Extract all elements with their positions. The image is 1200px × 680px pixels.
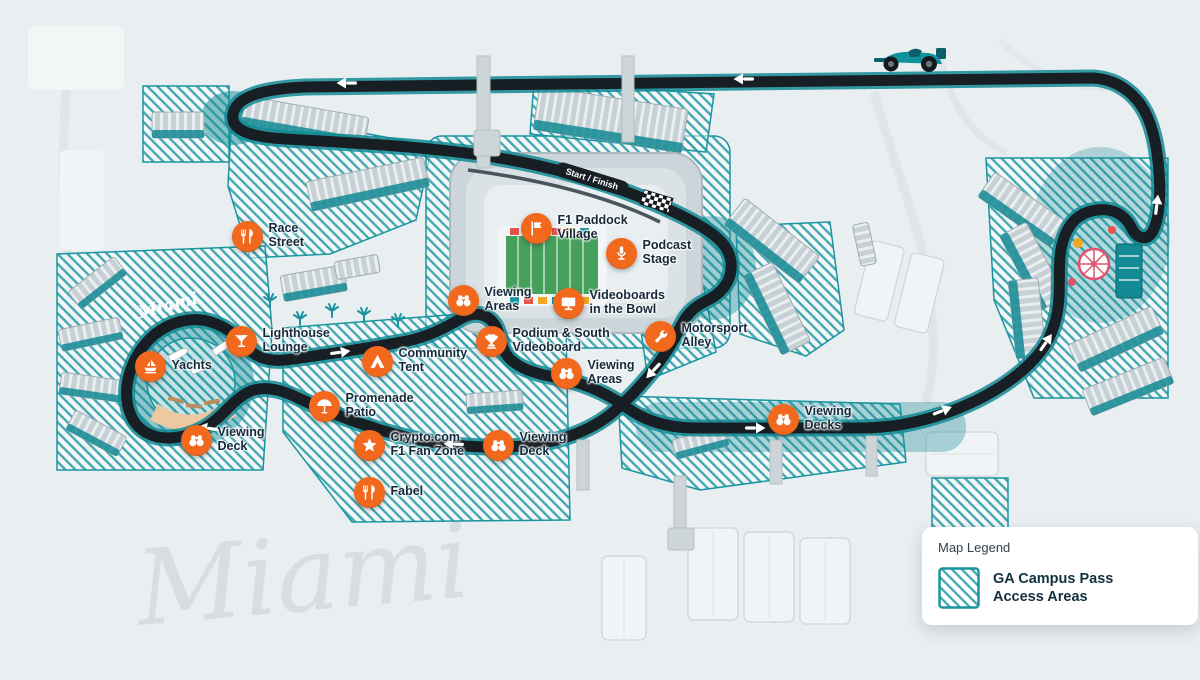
binoculars-icon [550,357,582,389]
poi-label: Viewing Areas [484,285,532,313]
legend-item-label: GA Campus Pass Access Areas [993,570,1114,605]
poi-label: F1 Paddock Village [557,213,628,241]
background-buildings [28,26,124,250]
cocktail-icon [225,325,257,357]
poi-label: Crypto.com F1 Fan Zone [390,430,465,458]
poi-viewing-areas-south[interactable]: Viewing Areas [550,357,635,389]
marina-piers [167,395,221,409]
poi-label: Fabel [390,484,424,499]
flag-icon [520,212,552,244]
pit-lane [467,168,661,224]
poi-podium-south-videoboard[interactable]: Podium & South Videoboard [475,325,610,357]
poi-yachts[interactable]: Yachts [134,350,212,382]
race-track [121,72,1166,453]
ga-hatch-swatch [938,567,980,609]
poi-promenade-patio[interactable]: Promenade Patio [308,390,414,422]
poi-viewing-deck-marina[interactable]: Viewing Deck [180,424,265,456]
legend-item: GA Campus Pass Access Areas [938,567,1182,609]
utensils-icon [231,220,263,252]
poi-label: Race Street [268,221,304,249]
ga-zone [931,477,1009,531]
tent-icon [361,345,393,377]
legend-title: Map Legend [938,540,1011,555]
poi-podcast-stage[interactable]: Podcast Stage [605,237,692,269]
poi-label: Podcast Stage [642,238,692,266]
poi-label: Podium & South Videoboard [512,326,610,354]
umbrella-icon [308,390,340,422]
poi-label: Viewing Deck [217,425,265,453]
poi-label: Videoboards in the Bowl [589,288,665,316]
beach-club [1068,226,1143,299]
checkered-line [639,189,674,214]
boat-icon [134,350,166,382]
trophy-icon [475,325,507,357]
poi-race-street[interactable]: Race Street [231,220,304,252]
poi-community-tent[interactable]: Community Tent [361,345,468,377]
star-icon [353,429,385,461]
poi-label: Motorsport Alley [681,321,748,349]
mic-icon [605,237,637,269]
binoculars-icon [482,429,514,461]
map-legend: Map Legend GA Campus Pass Access Areas [922,527,1198,625]
utensils-icon [353,476,385,508]
poi-label: Viewing Deck [519,430,567,458]
poi-viewing-decks-east[interactable]: Viewing Decks [767,403,852,435]
poi-label: Community Tent [398,346,468,374]
palm-trees [263,293,405,328]
wrench-icon [644,320,676,352]
poi-videoboards-in-the-bowl[interactable]: Videoboards in the Bowl [552,287,665,319]
binoculars-icon [767,403,799,435]
poi-label: Promenade Patio [345,391,414,419]
bridge-roads [473,55,878,551]
poi-label: Lighthouse Lounge [262,326,330,354]
poi-viewing-areas-west[interactable]: Viewing Areas [447,284,532,316]
poi-label: Viewing Areas [587,358,635,386]
f1-car [874,48,946,72]
miami-watermark: Miami [130,499,475,650]
poi-motorsport-alley[interactable]: Motorsport Alley [644,320,748,352]
poi-crypto-f1-fan-zone[interactable]: Crypto.com F1 Fan Zone [353,429,465,461]
screen-icon [552,287,584,319]
poi-f1-paddock-village[interactable]: F1 Paddock Village [520,212,628,244]
field-yard-lines [517,236,584,294]
binoculars-icon [447,284,479,316]
poi-label: Yachts [171,358,212,373]
poi-fabel[interactable]: Fabel [353,476,424,508]
poi-viewing-deck-south[interactable]: Viewing Deck [482,429,567,461]
poi-lighthouse-lounge[interactable]: Lighthouse Lounge [225,325,330,357]
grandstands [58,85,1174,460]
binoculars-icon [180,424,212,456]
poi-label: Viewing Decks [804,404,852,432]
